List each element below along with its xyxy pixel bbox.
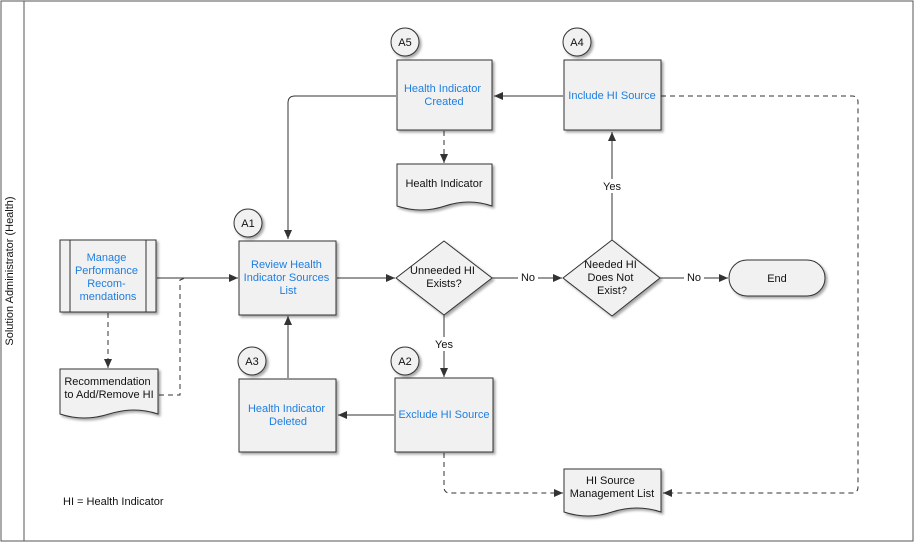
deleted-label-line-1: Health Indicator <box>248 403 325 415</box>
manage-label-line-3: Recom- <box>87 278 126 290</box>
node-exclude-hi-source[interactable]: Exclude HI Source <box>394 377 494 453</box>
step-badge-a4: A4 <box>562 27 592 57</box>
edge-label-no-1: No <box>521 272 535 284</box>
review-label-line-1: Review Health <box>251 259 322 271</box>
decision-needed-hi-does-not-exist: Needed HI Does Not Exist? <box>562 239 661 317</box>
review-label-line-3: List <box>279 285 296 297</box>
svg-text:HI Source Management Lis: HI Source Management List <box>570 475 654 500</box>
step-badge-a4-label: A4 <box>570 37 583 49</box>
svg-text:Manage Performance: Manage Performance Recom- mendations <box>75 252 141 303</box>
legend-note: HI = Health Indicator <box>63 496 164 508</box>
svg-text:Review Health Indicator: Review Health Indicator Sources List <box>244 259 333 297</box>
svg-text:Health Indicator Created: Health Indicator Created <box>404 83 484 108</box>
needed-label-line-3: Exist? <box>597 285 627 297</box>
exclude-label: Exclude HI Source <box>398 409 489 421</box>
edge-labels: No No Yes Yes <box>432 179 704 351</box>
unneeded-label-line-2: Exists? <box>426 278 461 290</box>
unneeded-label-line-1: Unneeded HI <box>410 265 475 277</box>
edge-label-yes-1: Yes <box>435 339 453 351</box>
node-health-indicator-document: Health Indicator <box>396 163 493 211</box>
needed-label-line-2: Does Not <box>588 272 634 284</box>
node-health-indicator-deleted[interactable]: Health Indicator Deleted <box>238 378 337 453</box>
source-list-label-line-1: HI Source <box>586 475 635 487</box>
node-hi-source-management-list: HI Source Management List <box>563 468 662 517</box>
review-label-line-2: Indicator Sources <box>244 272 330 284</box>
manage-label-line-2: Performance <box>75 265 138 277</box>
manage-label-line-4: mendations <box>80 291 137 303</box>
swimlane-label: Solution Administrator (Health) <box>4 196 16 345</box>
decision-unneeded-hi-exists: Unneeded HI Exists? <box>395 240 493 316</box>
step-badge-a1: A1 <box>233 208 263 238</box>
recommendation-label-line-2: to Add/Remove HI <box>64 389 153 401</box>
svg-text:Needed HI Does Not: Needed HI Does Not Exist? <box>584 259 640 297</box>
step-badge-a1-label: A1 <box>241 218 254 230</box>
step-badge-a2: A2 <box>390 346 420 376</box>
end-label: End <box>767 273 787 285</box>
manage-label-line-1: Manage <box>87 252 127 264</box>
created-label-line-1: Health Indicator <box>404 83 481 95</box>
node-health-indicator-created[interactable]: Health Indicator Created <box>396 59 493 131</box>
created-label-line-2: Created <box>424 96 463 108</box>
step-badge-a5-label: A5 <box>398 37 411 49</box>
deleted-label-line-2: Deleted <box>269 416 307 428</box>
node-manage-performance-recommendations[interactable]: Manage Performance Recom- mendations <box>59 239 157 313</box>
edge-exclude-sourcelist <box>443 453 563 497</box>
edge-recommendation-review <box>159 277 238 396</box>
node-review-health-indicator-sources-list[interactable]: Review Health Indicator Sources List <box>238 240 337 316</box>
step-badge-a3-label: A3 <box>245 356 258 368</box>
edge-include-sourcelist <box>661 95 859 497</box>
needed-label-line-1: Needed HI <box>584 259 637 271</box>
node-include-hi-source[interactable]: Include HI Source <box>563 59 662 131</box>
include-label: Include HI Source <box>568 90 655 102</box>
health-indicator-label: Health Indicator <box>405 178 482 190</box>
svg-text:Recommendation to Add/Re: Recommendation to Add/Remove HI <box>64 376 153 401</box>
svg-text:Health Indicator Deleted: Health Indicator Deleted <box>248 403 328 428</box>
step-badge-a3: A3 <box>237 346 267 376</box>
svg-text:Unneeded HI Exists?: Unneeded HI Exists? <box>410 265 478 290</box>
edge-label-no-2: No <box>687 272 701 284</box>
recommendation-label-line-1: Recommendation <box>64 376 150 388</box>
edge-created-review <box>284 95 396 239</box>
source-list-label-line-2: Management List <box>570 488 654 500</box>
node-recommendation-document: Recommendation to Add/Remove HI <box>59 368 159 419</box>
edge-label-yes-2: Yes <box>603 181 621 193</box>
terminator-end: End <box>728 259 826 297</box>
step-badge-a2-label: A2 <box>398 356 411 368</box>
step-badge-a5: A5 <box>390 27 420 57</box>
